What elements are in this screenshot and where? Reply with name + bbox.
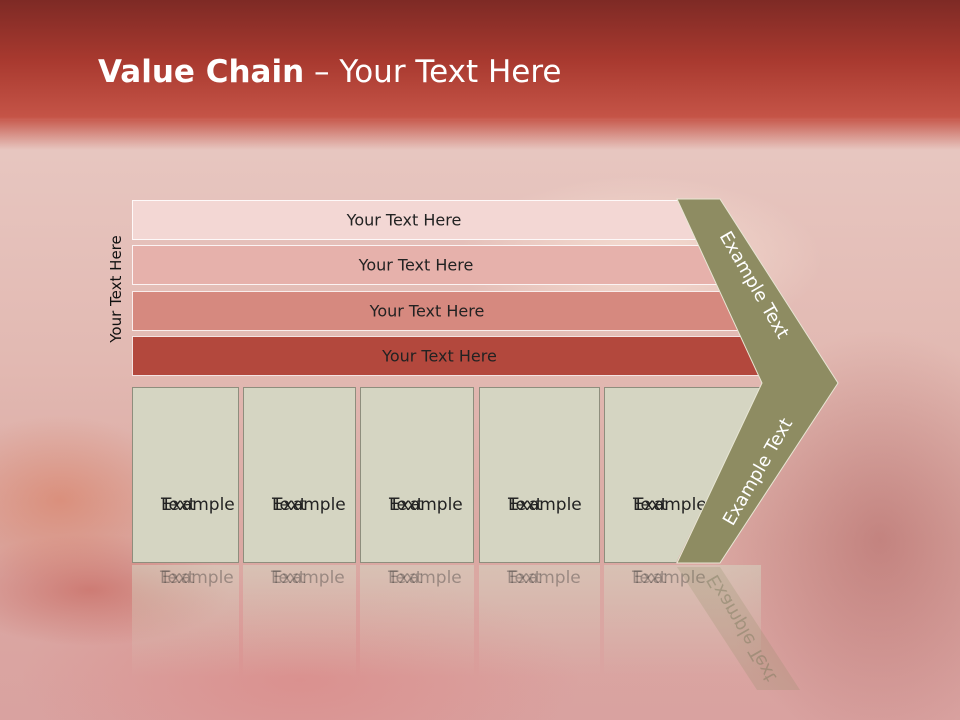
slide-title: Value Chain – Your Text Here <box>98 54 561 90</box>
support-bar-4: Your Text Here <box>132 336 767 376</box>
support-bar-4-label: Your Text Here <box>382 346 497 366</box>
support-bar-3: Your Text Here <box>132 291 742 331</box>
support-bar-1: Your Text Here <box>132 200 696 240</box>
title-rest: – Your Text Here <box>304 54 562 90</box>
side-label-box: Your Text Here <box>104 200 128 378</box>
support-bar-1-label: Your Text Here <box>346 210 462 230</box>
side-label: Your Text Here <box>107 235 125 343</box>
support-bar-2-label: Your Text Here <box>358 255 474 275</box>
title-band <box>0 0 960 150</box>
title-bold: Value Chain <box>98 54 305 90</box>
support-bar-2: Your Text Here <box>132 245 720 285</box>
support-bar-3-label: Your Text Here <box>369 301 485 321</box>
